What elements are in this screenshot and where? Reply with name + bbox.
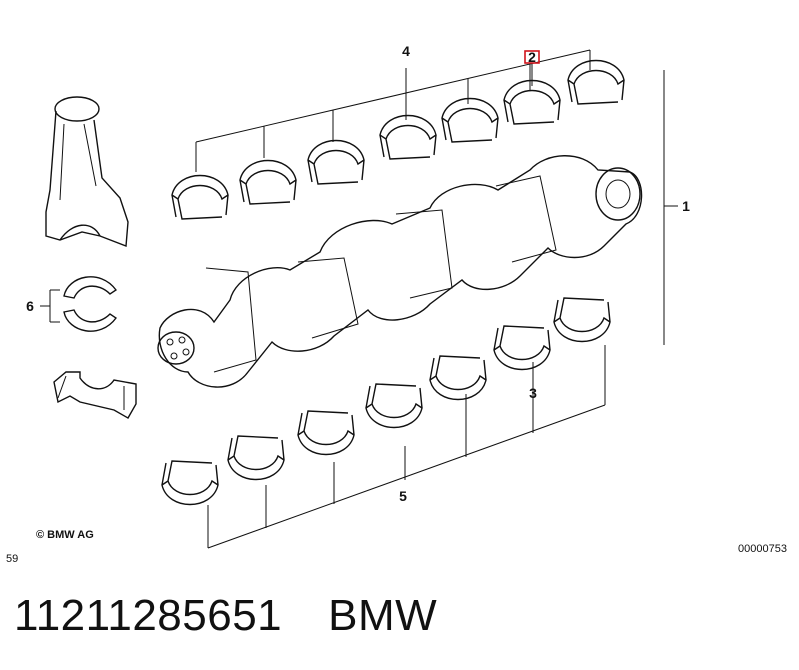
upper-bearing-shells (171, 59, 625, 220)
callout-4: 4 (402, 43, 410, 59)
bearing-shell (297, 410, 355, 456)
bearing-shell (493, 325, 551, 371)
bearing-shell (553, 297, 611, 343)
bearing-shell (227, 435, 285, 481)
callout-5: 5 (399, 488, 407, 504)
bearing-shell (429, 355, 487, 401)
callout-3: 3 (529, 385, 537, 401)
leader-lines (40, 49, 678, 549)
caption-bar: 11211285651 BMW (14, 586, 437, 646)
callout-2: 2 (528, 49, 536, 65)
bearing-shell (379, 114, 437, 160)
conrod-bearing-shells (63, 276, 117, 332)
callout-6: 6 (26, 298, 34, 314)
bearing-shell (171, 174, 229, 220)
crankshaft (157, 155, 643, 388)
bearing-cap (53, 371, 137, 419)
bearing-shell (307, 139, 365, 185)
callout-1: 1 (682, 198, 690, 214)
copyright-label: © BMW AG (36, 529, 94, 541)
connecting-rod (45, 96, 129, 247)
bearing-shell (365, 383, 423, 429)
bearing-shell (441, 97, 499, 143)
edge-mark: 59 (6, 553, 18, 565)
bearing-shell (239, 159, 297, 205)
bearing-shell (161, 460, 219, 506)
bearing-shell (503, 79, 561, 125)
drawing-number: 00000753 (738, 543, 787, 555)
lower-bearing-shells (161, 297, 611, 506)
crankshaft-parts-diagram: 4 2 1 6 3 5 © BMW AG 00000753 59 (6, 43, 787, 565)
highlight-box (524, 50, 540, 64)
part-number: 11211285651 (14, 591, 283, 640)
brand-name: BMW (328, 591, 438, 640)
bearing-shell (567, 59, 625, 105)
